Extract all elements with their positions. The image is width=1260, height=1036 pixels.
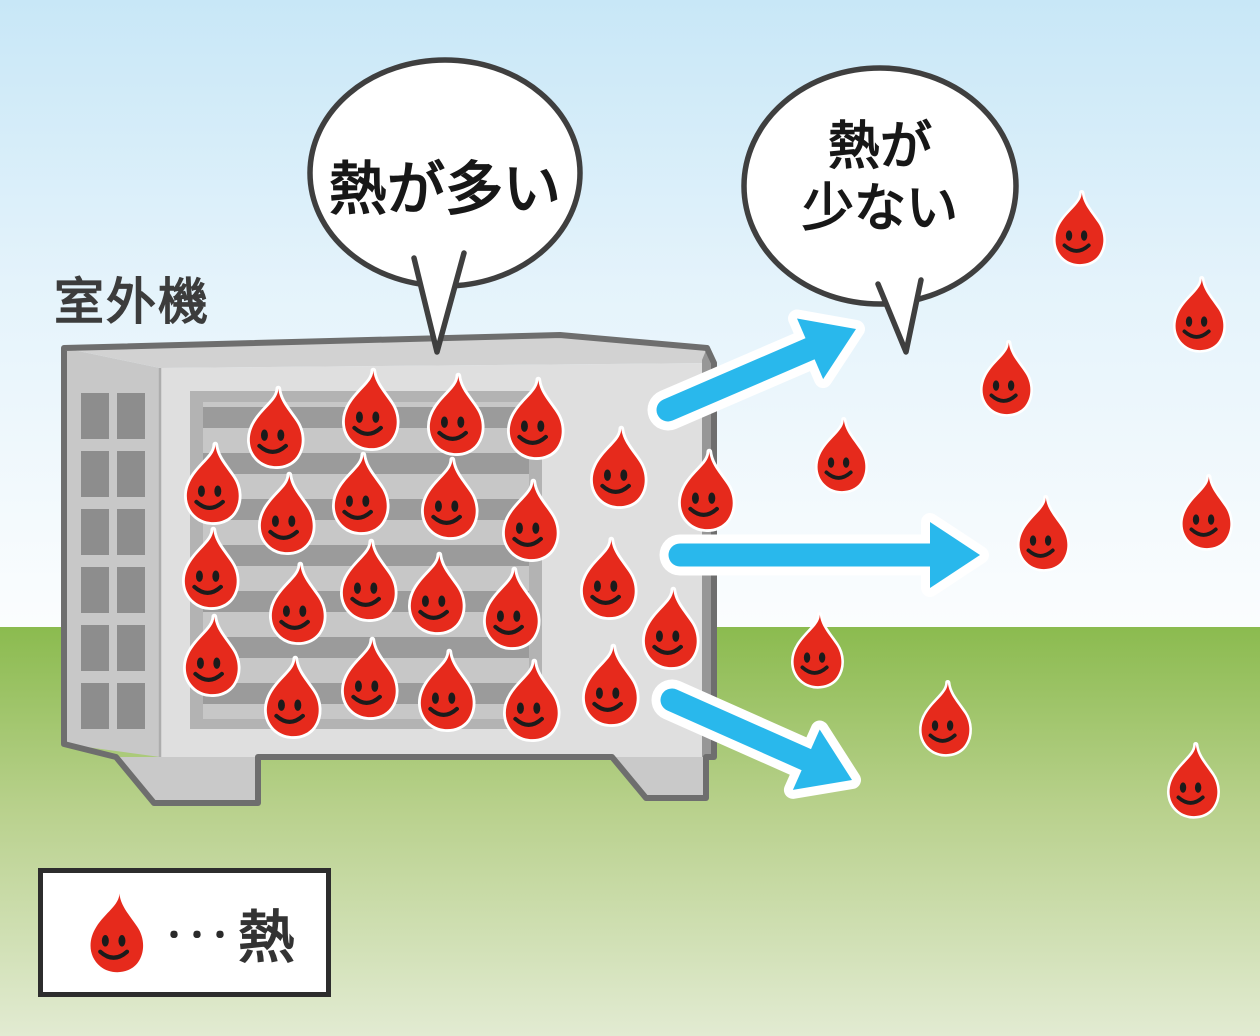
unit-side-face <box>64 348 160 757</box>
legend: ・・・ 熱 <box>38 868 331 997</box>
heat-droplet <box>1176 279 1224 350</box>
legend-term: 熱 <box>238 904 295 971</box>
bubble-few-heat-line2: 少ない <box>801 179 958 240</box>
outdoor-unit-label: 室外機 <box>54 273 210 331</box>
airflow-arrow <box>651 679 861 799</box>
heat-droplet <box>1170 745 1218 816</box>
unit-side-vent-grid <box>81 393 145 729</box>
bubble-few-heat-text: 熱が 少ない <box>745 116 1015 241</box>
unit-left-foot <box>118 757 258 801</box>
heat-droplet <box>818 420 866 491</box>
speech-bubbles <box>307 57 1019 355</box>
heat-droplet <box>1183 477 1231 548</box>
heat-droplet <box>794 615 842 686</box>
legend-dots: ・・・ <box>159 918 235 954</box>
unit-right-foot <box>612 757 706 796</box>
heat-droplet <box>1056 193 1104 264</box>
speech-bubble-few-heat <box>741 65 1019 307</box>
heat-droplet-icon <box>81 891 145 974</box>
bubble-many-heat-text: 熱が多い <box>328 155 561 223</box>
heat-droplet <box>983 343 1031 414</box>
airflow-arrow <box>659 513 989 597</box>
speech-bubble-many-heat-tail <box>411 250 467 355</box>
airflow-arrow <box>647 309 865 431</box>
heat-droplet <box>1020 498 1068 569</box>
heat-droplet <box>922 683 970 754</box>
unit-top-face <box>64 335 714 368</box>
unit-outline <box>61 332 717 806</box>
bubble-few-heat-line1: 熱が <box>827 117 932 177</box>
speech-bubble-few-heat-tail <box>875 277 924 355</box>
airflow-arrows <box>647 309 989 799</box>
